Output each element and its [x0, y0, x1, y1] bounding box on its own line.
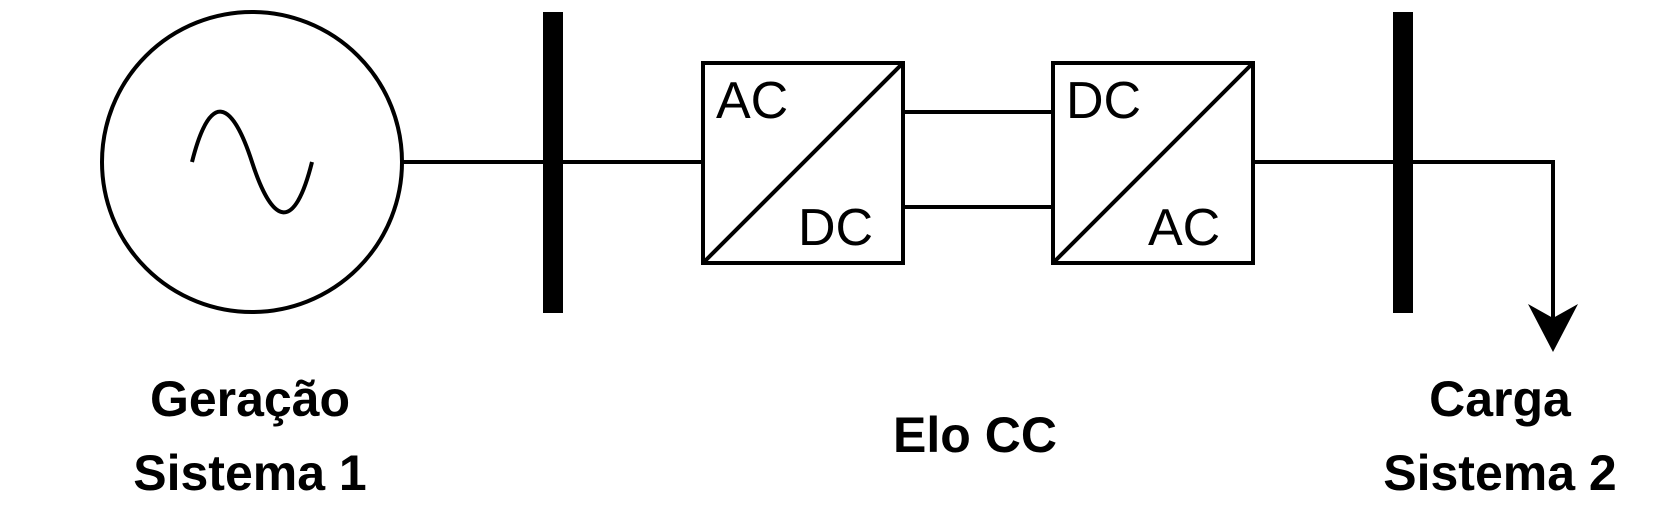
load-arrow-icon [1413, 160, 1578, 352]
load-caption-line2: Sistema 2 [1383, 445, 1616, 501]
inverter-top-label: DC [1066, 72, 1141, 130]
rectifier-bottom-label: DC [798, 199, 873, 257]
generator-caption-line2: Sistema 1 [133, 445, 366, 501]
generator-caption-line1: Geração [150, 371, 350, 427]
line-bus2-load [1413, 160, 1555, 318]
busbar-1 [543, 12, 563, 313]
load-caption-line1: Carga [1429, 371, 1572, 427]
inverter-bottom-label: AC [1148, 199, 1220, 257]
dc-link-caption: Elo CC [893, 407, 1057, 463]
converter-rectifier: AC DC [701, 61, 905, 265]
load-arrowhead [1528, 304, 1578, 352]
converter-inverter: DC AC [1051, 61, 1255, 265]
ac-sine-source-icon [190, 109, 314, 215]
rectifier-box [701, 61, 905, 265]
rectifier-diagonal [701, 61, 905, 265]
inverter-diagonal [1051, 61, 1255, 265]
rectifier-top-label: AC [716, 72, 788, 130]
busbar-2 [1393, 12, 1413, 313]
generator [100, 10, 404, 314]
